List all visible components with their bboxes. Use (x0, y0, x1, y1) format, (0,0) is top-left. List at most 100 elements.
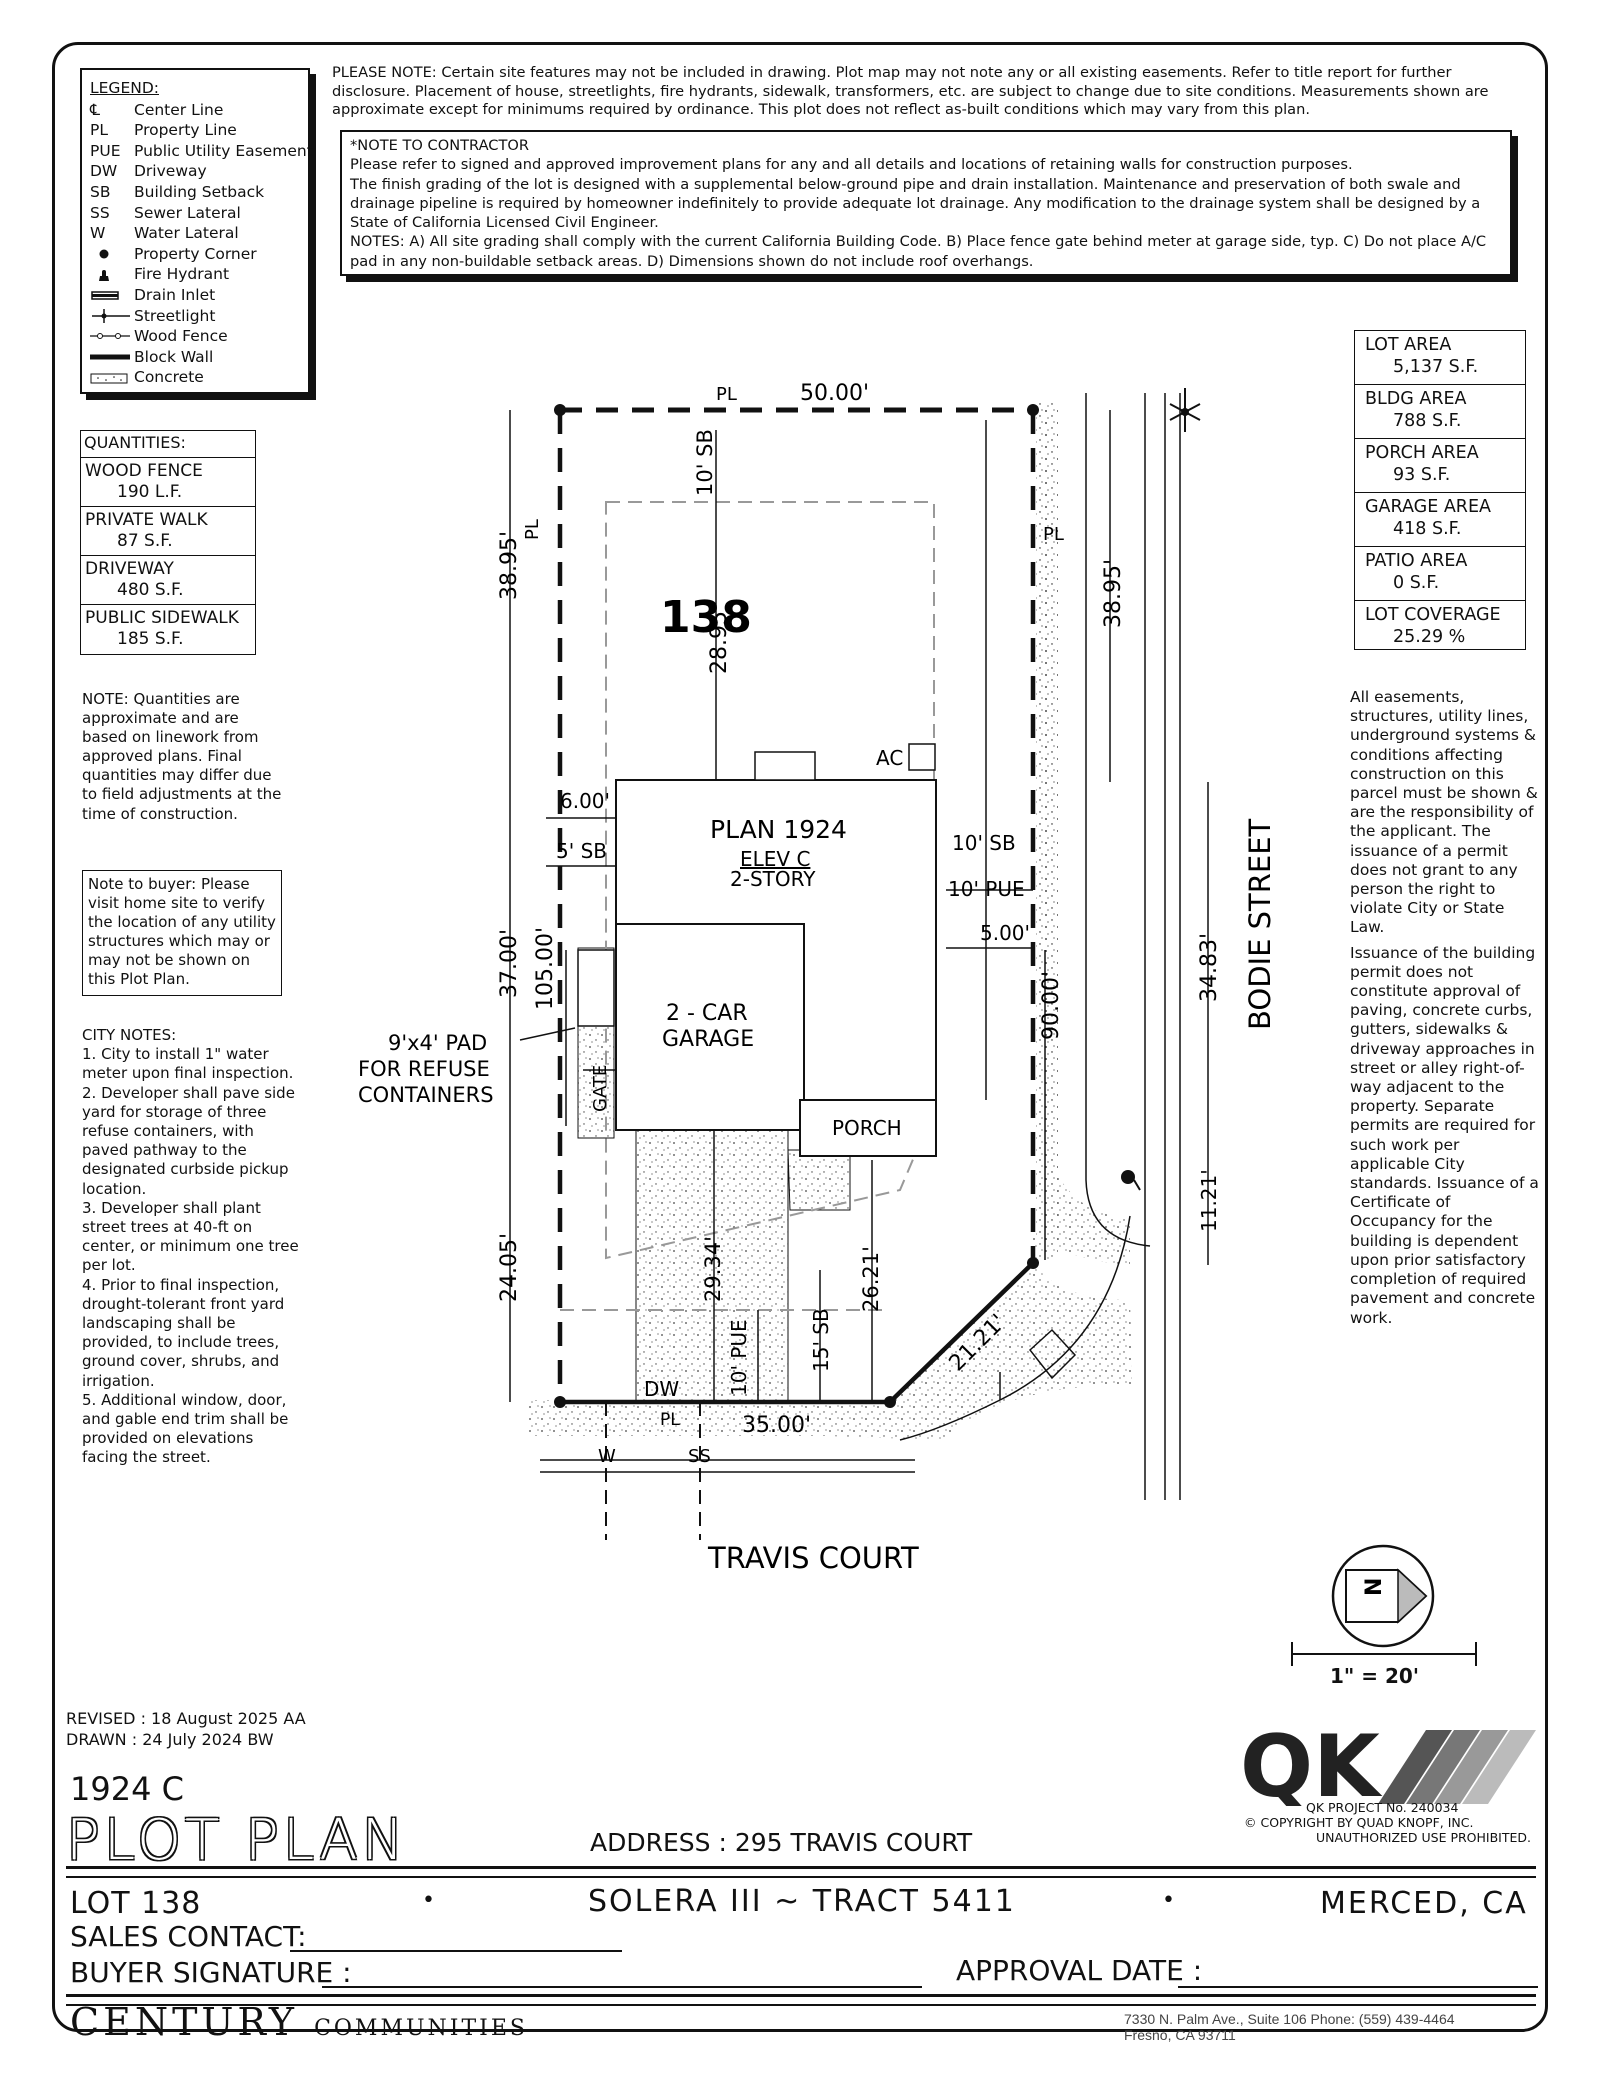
property-corner-icon (1027, 1257, 1039, 1269)
legend-item: ℄Center Line (90, 100, 224, 119)
lot-number: 138 (660, 592, 752, 643)
dim-porch-depth: 26.21' (859, 1246, 883, 1312)
approval-date-label: APPROVAL DATE : (956, 1954, 1203, 1987)
qk-logo: QK (1240, 1717, 1536, 1806)
dim-rear-sb: 10' SB (693, 429, 717, 496)
dim-side: 6.00' (560, 789, 610, 813)
dim-top: 50.00' (800, 381, 869, 406)
address: ADDRESS : 295 TRAVIS COURT (590, 1828, 973, 1857)
front-bump (754, 751, 816, 781)
contractor-note: *NOTE TO CONTRACTOR Please refer to sign… (340, 130, 1512, 276)
legend-item: Wood Fence (90, 326, 300, 347)
east-curb (1085, 393, 1151, 1247)
fire-hydrant-icon (90, 264, 134, 285)
drawn-date: DRAWN : 24 July 2024 BW (66, 1730, 274, 1749)
revision-info: REVISED : 18 August 2025 AA DRAWN : 24 J… (66, 1708, 306, 1750)
drain-inlet-icon (1028, 1328, 1077, 1380)
separator-dot: • (1162, 1888, 1175, 1913)
corner-property-line (888, 1261, 1035, 1404)
company-name: CENTURY (70, 2000, 298, 2044)
city-label: MERCED, CA (1320, 1886, 1528, 1921)
scale-label: 1" = 20' (1330, 1664, 1419, 1688)
qk-stripes (1378, 1730, 1536, 1804)
dim-rear-depth: 28.95' (707, 605, 732, 674)
legend-item: Streetlight (90, 306, 300, 327)
property-corner-icon (554, 1396, 566, 1408)
dimension-lines (509, 410, 1209, 1402)
dim-left-mid: 37.00' (497, 929, 522, 998)
tract-label: SOLERA III ~ TRACT 5411 (588, 1884, 1016, 1919)
ac-label: AC (876, 746, 903, 770)
please-note: PLEASE NOTE: Certain site features may n… (332, 64, 1489, 119)
city-note: 1. City to install 1" water meter upon f… (82, 1045, 294, 1083)
dim-left-lower: 24.05' (497, 1233, 522, 1302)
quantities-title: QUANTITIES: (81, 431, 255, 458)
property-corner-icon (90, 244, 134, 265)
city-note: 3. Developer shall plant street trees at… (82, 1198, 299, 1275)
office-address: 7330 N. Palm Ave., Suite 106 Phone: (559… (1124, 2011, 1455, 2043)
pl-label: PL (522, 519, 543, 540)
right-note: All easements, structures, utility lines… (1350, 688, 1538, 937)
block-wall-icon (90, 347, 134, 368)
scale-bar (1291, 1642, 1477, 1666)
porch-label: PORCH (832, 1116, 902, 1140)
dim-east-5: 5.00' (980, 921, 1030, 945)
fire-hydrant-icon (1121, 1170, 1141, 1191)
plan-story: 2-STORY (730, 867, 816, 891)
pad-label-2: FOR REFUSE (358, 1057, 490, 1081)
pad-label-3: CONTAINERS (358, 1083, 494, 1107)
dim-right-small: 11.21' (1197, 1169, 1221, 1232)
sales-contact-field[interactable] (290, 1950, 622, 1952)
plan-elev: ELEV C (740, 847, 810, 871)
company-logo: CENTURY COMMUNITIES (70, 2000, 528, 2044)
revised-date: REVISED : 18 August 2025 AA (66, 1709, 306, 1728)
streetlight-icon (90, 306, 134, 327)
south-sidewalk (528, 1400, 828, 1436)
divider (66, 1866, 1536, 1869)
curb-return (899, 1215, 1131, 1441)
city-note: 2. Developer shall pave side yard for st… (82, 1083, 295, 1198)
porch (799, 1099, 937, 1157)
ac-pad (908, 743, 936, 771)
company-name-2: COMMUNITIES (314, 2016, 528, 2041)
legend-item: Block Wall (90, 347, 300, 368)
w-label: W (598, 1446, 616, 1467)
dim-left-total: 105.00' (533, 927, 558, 1010)
refuse-pad (577, 949, 615, 1027)
dim-right-mid: 34.83' (1197, 933, 1222, 1002)
corner-sidewalk (828, 1262, 1132, 1440)
qk-project: QK PROJECT No. 240034 © COPYRIGHT BY QUA… (1244, 1800, 1532, 1845)
sales-contact-label: SALES CONTACT: (70, 1920, 307, 1953)
contractor-title: *NOTE TO CONTRACTOR (350, 137, 530, 154)
contractor-line: Please refer to signed and approved impr… (350, 156, 1353, 174)
dim-street-sb: 10' SB (952, 831, 1016, 855)
pad-label: 9'x4' PAD (388, 1031, 487, 1055)
legend-item: Drain Inlet (90, 285, 300, 306)
page-frame (52, 42, 1548, 2032)
approval-date-field[interactable] (1178, 1986, 1538, 1988)
divider (66, 2004, 1536, 2006)
dim-right-lower: 90.00' (1039, 971, 1064, 1040)
city-notes: CITY NOTES: 1. City to install 1" water … (82, 1026, 300, 1468)
contractor-line: The finish grading of the lot is designe… (350, 175, 1481, 232)
qk-logo-text: QK (1240, 1717, 1383, 1806)
legend-title: LEGEND: (90, 79, 159, 97)
driveway (635, 1127, 789, 1403)
buyer-signature-field[interactable] (322, 1986, 922, 1988)
gate-label: GATE (590, 1065, 611, 1112)
property-corner-icon (554, 404, 566, 416)
legend-item: Fire Hydrant (90, 264, 300, 285)
